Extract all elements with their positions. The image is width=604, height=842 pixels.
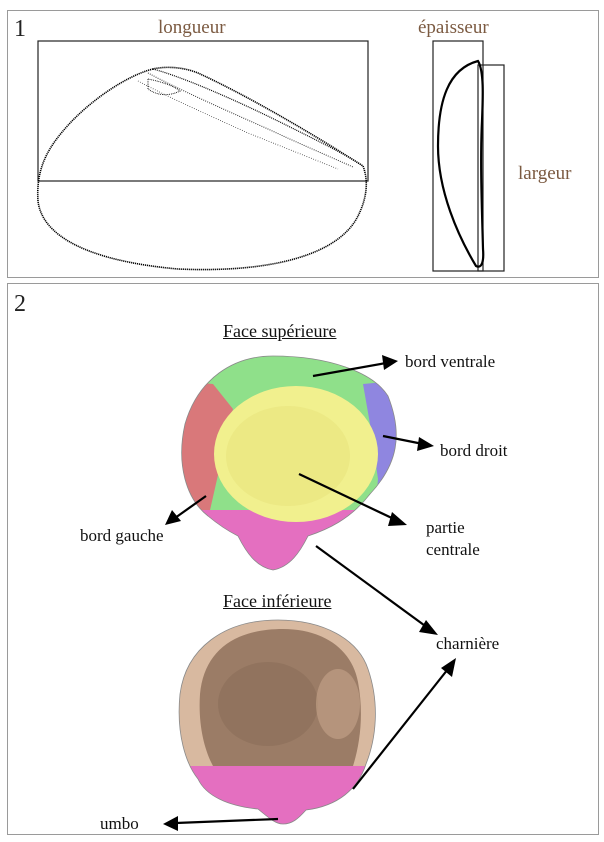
upper-face-shell xyxy=(158,344,418,590)
shell-face-figures xyxy=(8,284,600,836)
panel-1: 1 longueur épaisseur largeur xyxy=(7,10,599,278)
label-width: largeur xyxy=(518,164,571,183)
shell-hinge-ridge xyxy=(153,69,363,166)
label-umbo: umbo xyxy=(100,814,139,834)
shell-hinge-ridge-2 xyxy=(148,73,353,167)
interior-light xyxy=(316,669,360,739)
label-left-edge: bord gauche xyxy=(80,526,164,546)
label-right-edge: bord droit xyxy=(440,441,508,461)
lower-face-title: Face inférieure xyxy=(223,592,331,610)
shell-profile-outline xyxy=(438,61,483,267)
label-ventral-edge: bord ventrale xyxy=(405,352,495,372)
interior-texture xyxy=(218,662,318,746)
length-bounding-box xyxy=(38,41,368,181)
arrowhead-right xyxy=(417,437,434,451)
panel-2: 2 xyxy=(7,283,599,835)
arrowhead-umbo xyxy=(163,816,178,831)
thickness-bounding-box xyxy=(433,41,483,271)
central-texture xyxy=(226,406,350,506)
label-central-part-1: partie xyxy=(426,518,465,538)
shell-outline-drawings xyxy=(8,11,600,279)
arrow-hinge-upper xyxy=(316,546,428,628)
hinge-region xyxy=(168,766,388,836)
arrowhead-central xyxy=(388,512,407,526)
arrowhead-ventral xyxy=(382,355,398,370)
label-hinge: charnière xyxy=(436,634,499,654)
shell-side-outline xyxy=(38,67,367,269)
arrow-umbo xyxy=(176,819,278,823)
label-length: longueur xyxy=(158,18,226,37)
arrowhead-left xyxy=(165,510,181,525)
label-thickness: épaisseur xyxy=(418,18,489,37)
region-hinge xyxy=(158,510,418,590)
upper-face-title: Face supérieure xyxy=(223,322,336,340)
label-central-part-2: centrale xyxy=(426,540,480,560)
